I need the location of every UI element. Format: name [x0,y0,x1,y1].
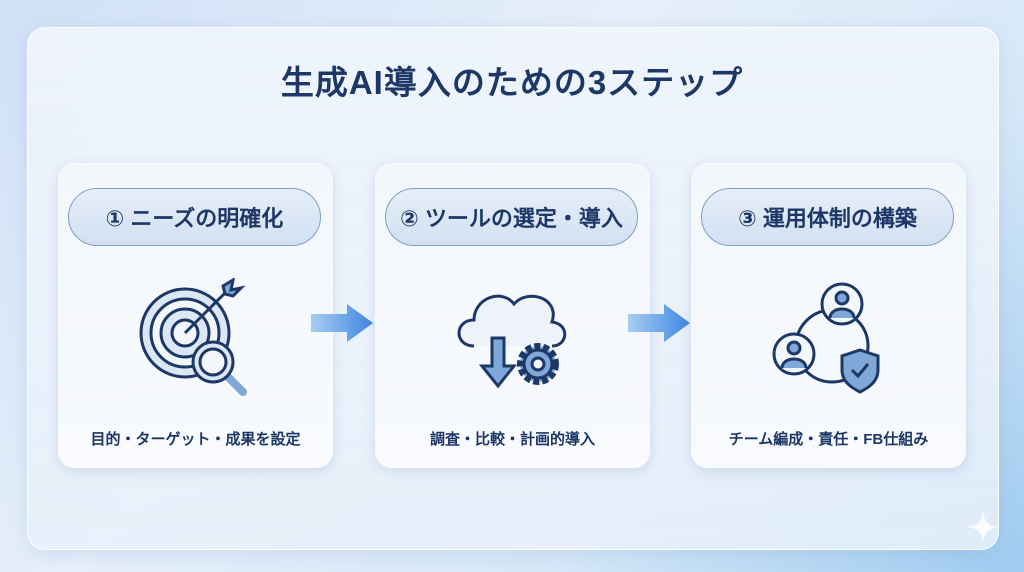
step-card-2: ② ツールの選定・導入 調査・比較・計画的導入 [375,163,650,468]
step-3-caption: チーム編成・責任・FB仕組み [728,431,929,448]
step-2-caption: 調査・比較・計画的導入 [429,431,595,448]
arrow-right-icon [311,304,373,342]
cloud-download-gear-icon [457,294,567,389]
team-shield-icon [772,282,880,394]
step-3-label: ③ 運用体制の構築 [701,188,954,246]
arrow-right-icon [628,304,690,342]
sparkle-icon [966,510,1000,544]
step-card-1: ① ニーズの明確化 目的・ターゲット・成果を設定 [58,163,333,468]
step-card-3: ③ 運用体制の構築 チーム編成・責任・FB仕組み [691,163,966,468]
step-2-label: ② ツールの選定・導入 [385,188,638,246]
step-1-caption: 目的・ターゲット・成果を設定 [90,431,301,448]
page-title: 生成AI導入のための3ステップ [280,64,744,101]
target-search-icon [139,278,247,396]
step-1-label: ① ニーズの明確化 [68,188,321,246]
